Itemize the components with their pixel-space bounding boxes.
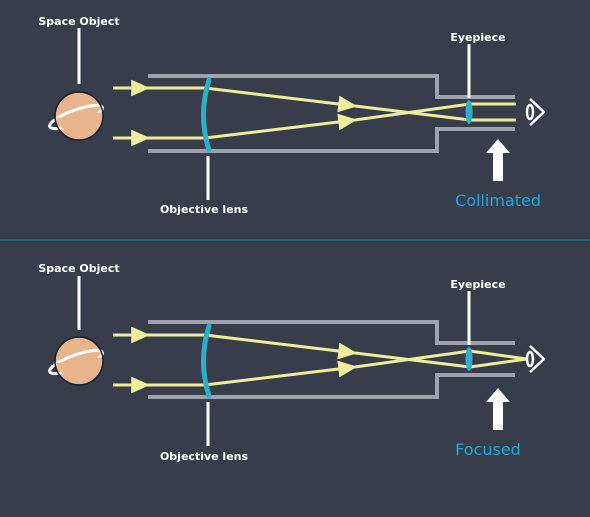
light-rays [113, 79, 516, 147]
panel-focused: Space Object Objective lens Eyepiece Foc… [38, 262, 546, 463]
objective-lens-label: Objective lens [160, 450, 249, 463]
state-label: Focused [455, 440, 521, 459]
eyepiece-lens [465, 347, 473, 371]
up-arrow-icon [486, 388, 510, 430]
eyepiece-label: Eyepiece [450, 31, 505, 44]
panel-collimated: Space Object Objective lens Eyepiece Col… [38, 15, 546, 216]
eyepiece-lens [465, 100, 473, 124]
space-object-planet [48, 91, 104, 141]
space-object-label: Space Object [38, 262, 119, 275]
objective-lens-label: Objective lens [160, 203, 249, 216]
space-object-label: Space Object [38, 15, 119, 28]
objective-lens [201, 77, 212, 153]
eyepiece-label: Eyepiece [450, 278, 505, 291]
tube-bottom [148, 373, 515, 399]
eye-icon [525, 345, 546, 373]
tube-top [148, 320, 515, 345]
space-object-planet [48, 336, 104, 386]
tube-bottom [148, 127, 515, 153]
up-arrow-icon [486, 139, 510, 181]
light-rays [113, 326, 528, 394]
objective-lens [201, 323, 212, 399]
tube-top [148, 74, 515, 99]
eye-icon [525, 98, 546, 126]
state-label: Collimated [455, 191, 541, 210]
